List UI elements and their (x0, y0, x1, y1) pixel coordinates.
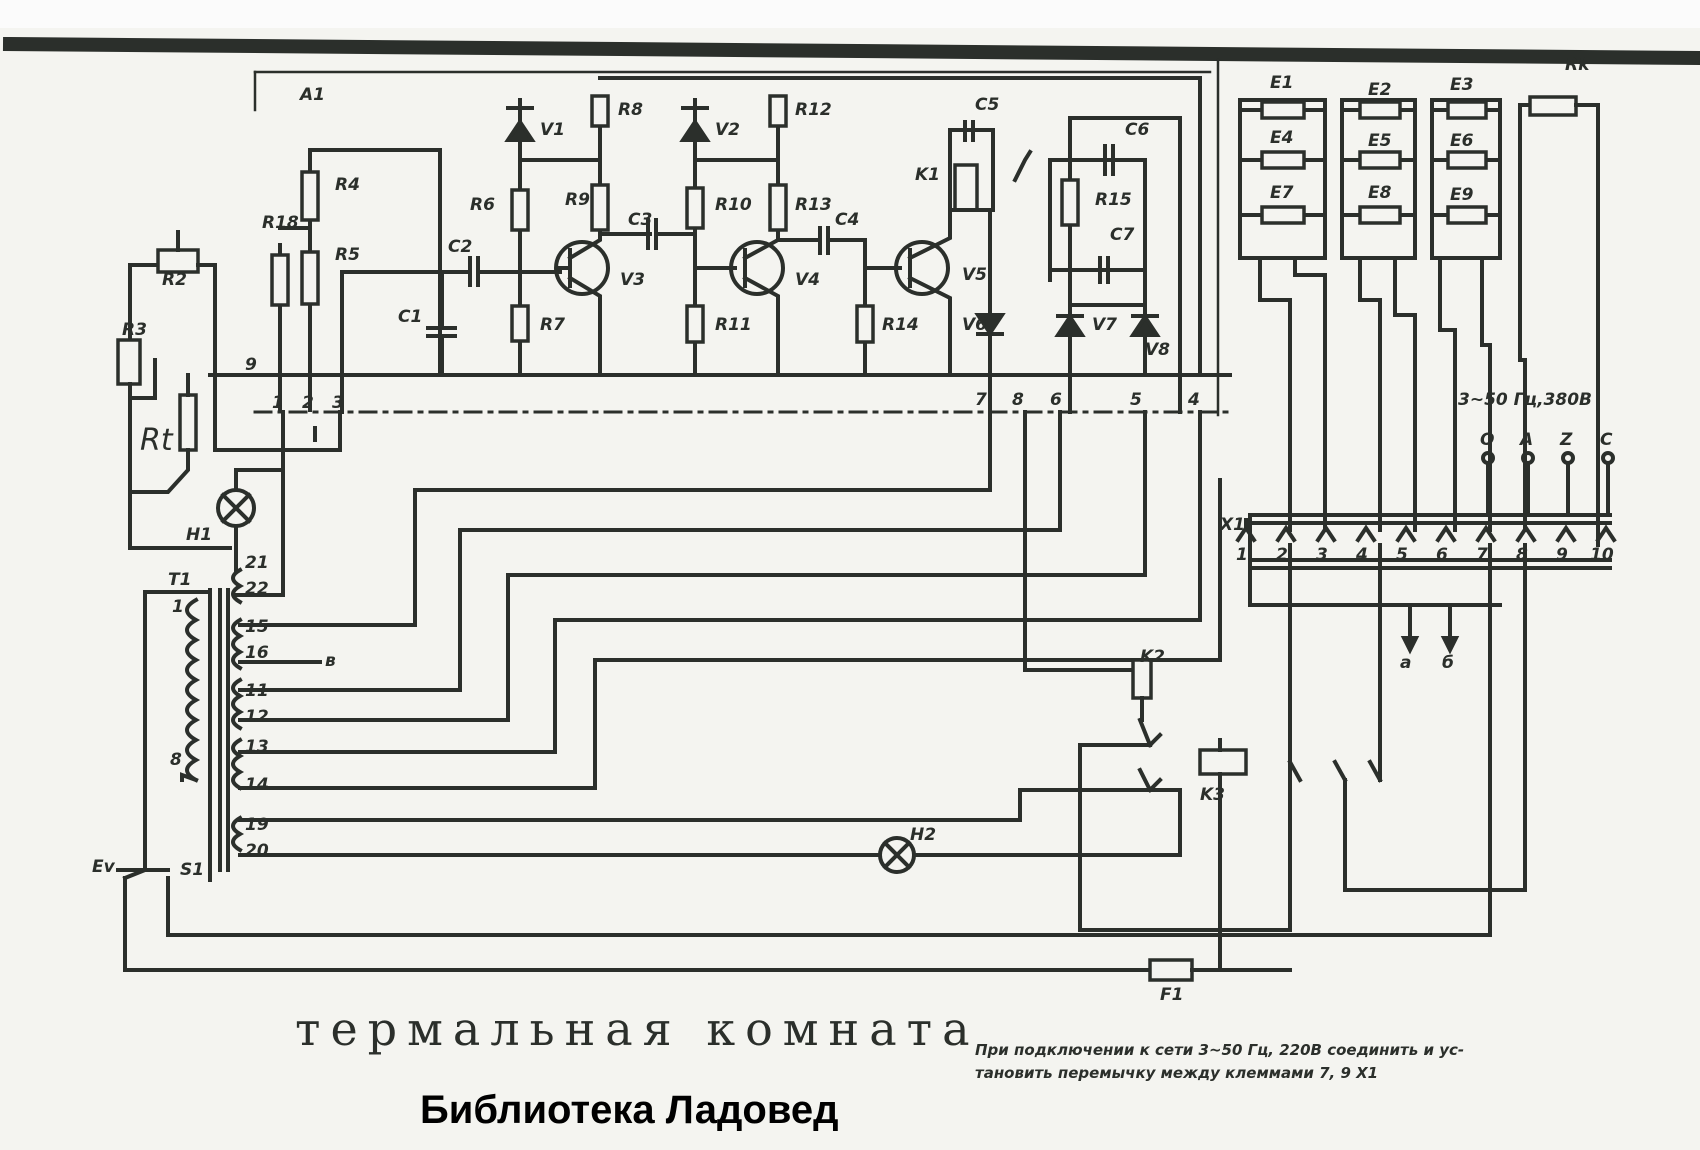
note-line-1: При подключении к сети 3~50 Гц, 220В сое… (975, 1041, 1464, 1059)
label-e9: E9 (1450, 185, 1474, 205)
winding-20: 20 (245, 841, 269, 861)
label-v5: V5 (962, 265, 987, 285)
label-x1: X1 (1219, 515, 1245, 535)
label-r2: R2 (162, 270, 187, 290)
label-r15: R15 (1095, 190, 1132, 210)
label-e3: E3 (1450, 75, 1473, 95)
winding-22: 22 (245, 579, 269, 599)
contact-7: 7 (975, 390, 987, 410)
label-c6: C6 (1125, 120, 1149, 140)
label-r18: R18 (262, 213, 299, 233)
label-r12: R12 (795, 100, 832, 120)
bus-2: 2 (1276, 545, 1288, 565)
label-e1: E1 (1270, 73, 1293, 93)
label-v6: V6 (962, 315, 987, 335)
label-r4: R4 (335, 175, 360, 195)
label-h2: H2 (910, 825, 936, 845)
label-r6: R6 (470, 195, 495, 215)
winding-p8: 8 (170, 750, 182, 770)
winding-14: 14 (245, 775, 269, 795)
bus-9: 9 (1556, 545, 1568, 565)
label-c7: C7 (1110, 225, 1134, 245)
contact-3: 3 (332, 393, 344, 413)
bus-6: 6 (1436, 545, 1448, 565)
contact-8: 8 (1012, 390, 1024, 410)
label-rt: Rt (140, 423, 174, 458)
library-caption: Библиотека Ладовед (420, 1088, 839, 1132)
label-k2: K2 (1140, 647, 1165, 667)
note-line-2: тановить перемычку между клеммами 7, 9 X… (975, 1064, 1378, 1082)
contact-4: 4 (1187, 390, 1200, 410)
phase-a: А (1518, 430, 1533, 450)
label-a: а (1400, 653, 1411, 673)
label-c5: C5 (975, 95, 999, 115)
label-s1: S1 (180, 860, 204, 880)
label-e8: E8 (1368, 183, 1392, 203)
contact-2: 2 (302, 393, 314, 413)
bus-4: 4 (1355, 545, 1368, 565)
label-e6: E6 (1450, 131, 1474, 151)
label-v8: V8 (1145, 340, 1170, 360)
label-c4: C4 (835, 210, 859, 230)
label-r11: R11 (715, 315, 752, 335)
bus-3: 3 (1316, 545, 1328, 565)
contact-6: 6 (1050, 390, 1062, 410)
bus-5: 5 (1396, 545, 1408, 565)
winding-13: 13 (245, 737, 269, 757)
label-r13: R13 (795, 195, 832, 215)
label-v: в (325, 651, 336, 671)
winding-p1: 1 (172, 597, 184, 617)
label-v7: V7 (1092, 315, 1117, 335)
label-r9: R9 (565, 190, 590, 210)
bus-1: 1 (1236, 545, 1248, 565)
phase-o: О (1480, 430, 1494, 450)
phase-z: Z (1559, 430, 1573, 450)
label-ev: Ev (92, 857, 116, 877)
label-k1: K1 (915, 165, 940, 185)
label-v3: V3 (620, 270, 645, 290)
label-r10: R10 (715, 195, 752, 215)
label-r3: R3 (122, 320, 147, 340)
label-c2: C2 (448, 237, 472, 257)
label-r5: R5 (335, 245, 360, 265)
contact-1: 1 (272, 393, 284, 413)
contact-5: 5 (1130, 390, 1142, 410)
label-c3: C3 (628, 210, 652, 230)
label-v1: V1 (540, 120, 565, 140)
label-e5: E5 (1368, 131, 1391, 151)
label-e4: E4 (1270, 128, 1293, 148)
label-r8: R8 (618, 100, 643, 120)
label-a1: А1 (298, 85, 325, 105)
label-r14: R14 (882, 315, 919, 335)
winding-21: 21 (245, 553, 269, 573)
bus-8: 8 (1516, 545, 1528, 565)
label-c1: C1 (398, 307, 422, 327)
label-t1: T1 (168, 570, 191, 590)
label-r7: R7 (540, 315, 565, 335)
label-b: б (1442, 653, 1454, 673)
contact-9: 9 (245, 355, 257, 375)
phase-c: С (1600, 430, 1613, 450)
bus-7: 7 (1476, 545, 1488, 565)
supply-label: 3~50 Гц,380В (1458, 390, 1592, 410)
label-e2: E2 (1368, 80, 1391, 100)
winding-19: 19 (245, 815, 269, 835)
handwritten-title: термальная комната (295, 1002, 980, 1056)
label-rk: Rk (1565, 55, 1591, 75)
label-e7: E7 (1270, 183, 1294, 203)
winding-15: 15 (245, 617, 269, 637)
winding-12: 12 (245, 707, 269, 727)
bus-10: 10 (1590, 545, 1614, 565)
label-f1: F1 (1160, 985, 1183, 1005)
winding-16: 16 (245, 643, 269, 663)
label-k3: K3 (1200, 785, 1225, 805)
label-v2: V2 (715, 120, 740, 140)
label-v4: V4 (795, 270, 820, 290)
label-h1: H1 (186, 525, 212, 545)
winding-11: 11 (245, 681, 269, 701)
